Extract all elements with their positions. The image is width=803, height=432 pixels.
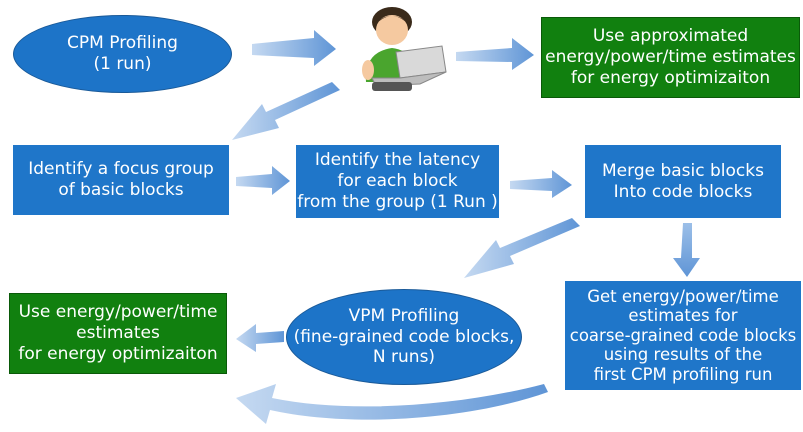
- vpm-line-1: VPM Profiling: [348, 305, 460, 326]
- arrow-focus-to-latency: [236, 166, 290, 195]
- merge-blocks-box: Merge basic blocks Into code blocks: [585, 145, 781, 218]
- merge-line-1: Merge basic blocks: [602, 160, 764, 181]
- cpm-profiling-node: CPM Profiling (1 run): [13, 15, 232, 93]
- arrow-merge-to-get: [673, 223, 700, 277]
- vpm-profiling-node: VPM Profiling (fine-grained code blocks,…: [286, 289, 522, 385]
- focus-line-2: of basic blocks: [58, 180, 184, 200]
- arrow-latency-to-merge: [510, 170, 572, 198]
- latency-line-1: Identify the latency: [314, 150, 481, 171]
- use-estimates-line-1: Use energy/power/time: [18, 302, 218, 323]
- vpm-line-2: (fine-grained code blocks,: [293, 326, 515, 347]
- arrow-user-to-approx: [456, 38, 534, 70]
- identify-focus-group-box: Identify a focus group of basic blocks: [13, 145, 229, 215]
- use-approx-estimates-box: Use approximated energy/power/time estim…: [541, 17, 800, 98]
- cpm-profiling-line-2: (1 run): [93, 54, 152, 74]
- focus-line-1: Identify a focus group: [28, 159, 214, 180]
- cpm-profiling-line-1: CPM Profiling: [67, 33, 178, 54]
- use-approx-line-3: for energy optimizaiton: [570, 67, 771, 88]
- latency-line-2: for each block: [337, 171, 458, 192]
- get-line-5: first CPM profiling run: [593, 364, 773, 384]
- use-approx-line-2: energy/power/time estimates: [545, 47, 796, 68]
- arrow-merge-to-vpm: [464, 218, 580, 278]
- get-line-2: estimates for: [628, 306, 738, 326]
- vpm-line-3: N runs): [372, 347, 436, 368]
- user-with-laptop-icon: [362, 7, 447, 91]
- identify-latency-box: Identify the latency for each block from…: [296, 145, 499, 218]
- latency-line-3: from the group (1 Run ): [297, 191, 498, 212]
- get-line-1: Get energy/power/time: [587, 286, 779, 306]
- use-estimates-box: Use energy/power/time estimates for ener…: [9, 293, 227, 374]
- arrow-get-to-use-curve: [236, 384, 548, 424]
- arrow-vpm-to-use: [236, 324, 284, 352]
- use-estimates-line-3: for energy optimizaiton: [18, 343, 218, 364]
- merge-line-2: Into code blocks: [613, 181, 753, 202]
- get-line-4: using results of the: [603, 345, 763, 365]
- get-line-3: coarse-grained code blocks: [569, 325, 797, 345]
- use-approx-line-1: Use approximated: [592, 26, 749, 47]
- use-estimates-line-2: estimates: [76, 323, 160, 344]
- get-estimates-box: Get energy/power/time estimates for coar…: [565, 281, 801, 390]
- arrow-user-to-focus: [232, 82, 340, 140]
- arrow-cpm-to-user: [252, 30, 336, 66]
